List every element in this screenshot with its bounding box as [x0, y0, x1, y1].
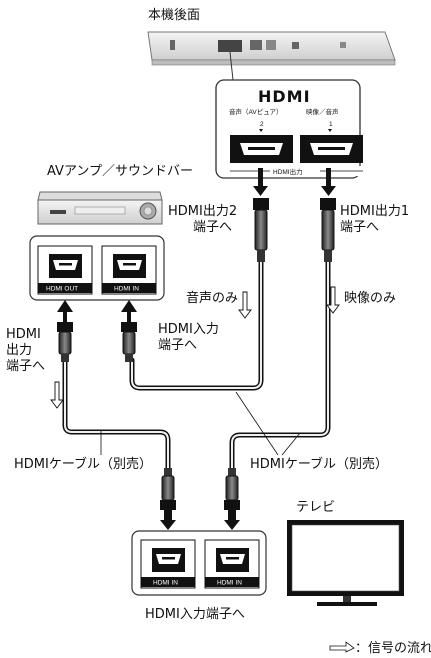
leader-lines [100, 391, 301, 456]
audio-only-label: 音声のみ [186, 290, 238, 306]
hdmi-output-label: HDMI出力 [273, 167, 303, 176]
tv-hdmi-in-label: HDMI入力端子へ [145, 607, 245, 622]
port1-desc: 映像／音声 [306, 107, 339, 116]
av-amp-hdmi-panel: HDMI OUT HDMI IN [29, 235, 165, 301]
av-amp-label: AVアンプ／サウンドバー [47, 164, 193, 179]
cable-label-right: HDMIケーブル（別売） [250, 456, 388, 472]
tv-hdmi-in2-label: HDMI IN [217, 580, 242, 587]
amp-arrows [57, 300, 137, 322]
hdmi-logo: HDMI [258, 87, 311, 106]
signal-flow-arrows [50, 286, 340, 409]
cable-label-left: HDMIケーブル（別売） [14, 456, 152, 472]
legend-label: ：信号の流れ [355, 641, 431, 656]
amp-hdmi-out-text-1: HDMI [6, 327, 41, 342]
amp-hdmi-in-port [113, 254, 146, 278]
video-only-label: 映像のみ [344, 291, 396, 306]
hdmi-out1-label-line1: HDMI出力1 [340, 204, 409, 219]
amp-hdmi-out-port [49, 254, 82, 278]
port1-number: 1 [329, 121, 333, 128]
connector-amp-out [57, 322, 73, 362]
amp-hdmi-in-text-2: 端子へ [158, 338, 197, 353]
hdmi-out2-label-line1: HDMI出力2 [168, 204, 237, 219]
hdmi-out2-label-line2: 端子へ [193, 220, 232, 235]
tv-arrows [160, 510, 240, 530]
hdmi-cables [62, 259, 331, 478]
tv-unit [287, 520, 404, 606]
hdmi-out1-label-line2: 端子へ [340, 220, 379, 235]
tv-hdmi-panel: HDMI IN HDMI IN [131, 530, 267, 596]
port2-desc: 音声（AVピュア） [229, 107, 283, 116]
hdmi-output-2-port [230, 135, 293, 163]
av-amp-unit [37, 191, 163, 225]
port2-number: 2 [260, 121, 264, 128]
connector-tv-in2 [224, 468, 240, 510]
amp-hdmi-out-text-3: 端子へ [6, 359, 45, 374]
connector-player-out1 [320, 198, 336, 262]
amp-hdmi-out-text-2: 出力 [6, 343, 32, 358]
panel-arrows [253, 168, 336, 196]
tv-hdmi-in1-port [152, 548, 185, 572]
amp-hdmi-in-label: HDMI IN [114, 286, 139, 293]
player-rear-label: 本機後面 [148, 8, 200, 23]
connector-amp-in [121, 322, 137, 362]
tv-label: テレビ [296, 500, 335, 515]
amp-hdmi-in-text-1: HDMI入力 [158, 322, 219, 337]
hdmi-output-1-port [300, 135, 363, 163]
signal-flow-legend-icon [329, 641, 355, 653]
tv-hdmi-in2-port [216, 548, 249, 572]
legend: ：信号の流れ [329, 641, 431, 656]
amp-hdmi-out-label: HDMI OUT [46, 286, 78, 293]
tv-hdmi-in1-label: HDMI IN [153, 580, 178, 587]
connector-player-out2 [253, 198, 269, 262]
connector-tv-in1 [160, 468, 176, 510]
player-hdmi-panel: HDMI 音声（AVピュア） 映像／音声 2 1 HDMI出力 [215, 79, 363, 179]
player-unit [147, 31, 396, 81]
